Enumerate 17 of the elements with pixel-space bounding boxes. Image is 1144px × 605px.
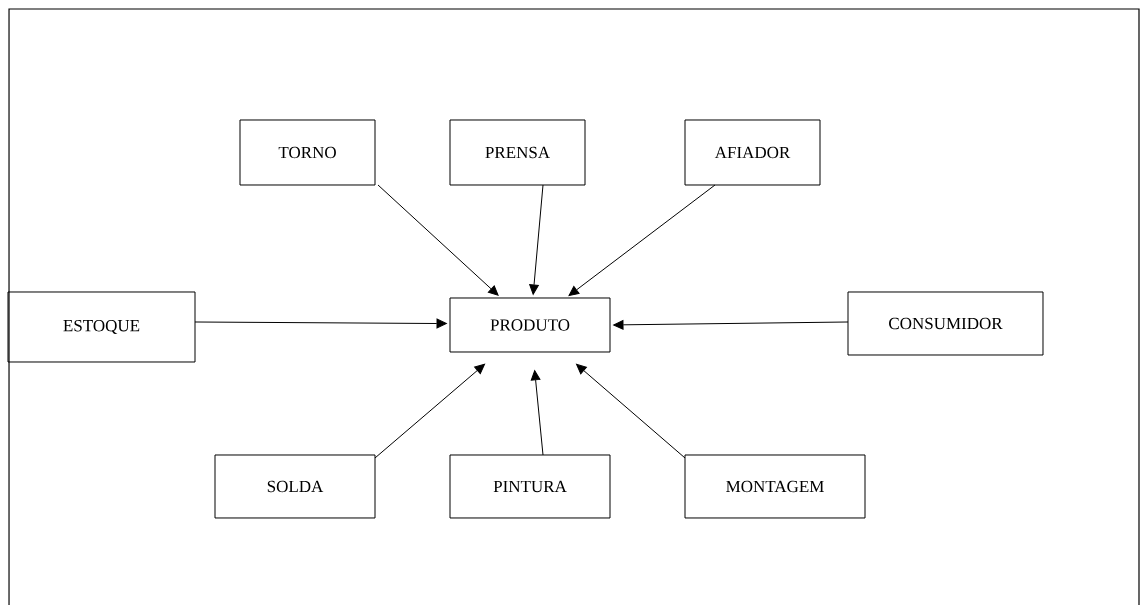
process-box: PINTURA <box>449 454 611 519</box>
arrow <box>529 184 544 295</box>
arrow <box>576 363 686 459</box>
process-box: AFIADOR <box>684 119 821 186</box>
arrow <box>530 370 544 456</box>
arrow <box>377 184 499 296</box>
process-box: ESTOQUE <box>7 291 196 363</box>
process-box: SOLDA <box>214 454 376 519</box>
process-box: PRENSA <box>449 119 586 186</box>
arrow <box>194 318 447 329</box>
process-box: TORNO <box>239 119 376 186</box>
arrow <box>613 320 849 330</box>
arrow <box>374 363 486 459</box>
process-box: CONSUMIDOR <box>847 291 1044 356</box>
arrow <box>568 184 716 297</box>
process-box: MONTAGEM <box>684 454 866 519</box>
process-box: PRODUTO <box>449 297 611 353</box>
